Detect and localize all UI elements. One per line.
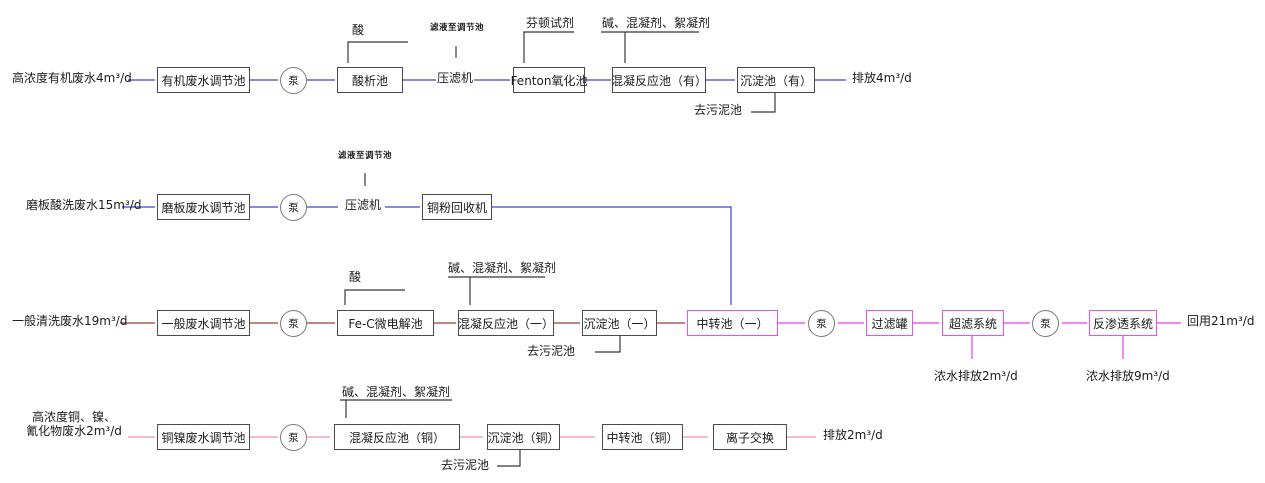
row2-board-adjust-tank: 磨板废水调节池 <box>157 194 250 220</box>
row2-filtrate-return-label: 滤液至调节池 <box>337 151 392 161</box>
row3-to-sludge-tank-label: 去污泥池 <box>527 344 576 358</box>
row1-organic-adjust-tank: 有机废水调节池 <box>157 67 250 93</box>
row2-input-label: 磨板酸洗废水15m³/d <box>26 198 142 212</box>
row3-output-label: 回用21m³/d <box>1187 314 1255 328</box>
row1-pump-icon: 泵 <box>280 67 307 94</box>
row2-blue-lines <box>122 206 732 305</box>
row3-darkred-lines <box>120 322 685 324</box>
row4-input-line2: 氰化物废水2m³/d <box>26 423 122 438</box>
row1-filtrate-return-label: 滤液至调节池 <box>429 23 484 33</box>
row1-fenton-reagent-label: 芬顿试剂 <box>526 16 575 30</box>
row3-reverse-osmosis-system: 反渗透系统 <box>1089 310 1157 336</box>
row3-coagulation-reaction-tank: 混凝反应池（一） <box>458 310 554 336</box>
row2-filter-press-label: 压滤机 <box>344 198 381 212</box>
row3-pump1-icon: 泵 <box>280 310 307 337</box>
row1-fenton-oxidation-tank: Fenton氧化池 <box>511 67 587 93</box>
row3-fe-c-microelectrolysis-tank: Fe-C微电解池 <box>337 310 434 336</box>
row4-coagulation-reaction-tank: 混凝反应池（铜） <box>334 424 460 450</box>
row1-coagulation-reaction-tank: 混凝反应池（有） <box>611 67 707 93</box>
row1-sedimentation-tank: 沉淀池（有） <box>737 67 815 93</box>
row1-to-sludge-tank-label: 去污泥池 <box>694 103 743 117</box>
row3-alkali-coagulant-label: 碱、混凝剂、絮凝剂 <box>448 261 557 275</box>
row3-ultrafiltration-system: 超滤系统 <box>942 310 1004 336</box>
row3-acid-dosing-label: 酸 <box>349 270 362 284</box>
row3-input-label: 一般清洗废水19m³/d <box>12 314 128 328</box>
row2-copper-powder-recovery: 铜粉回收机 <box>422 194 492 220</box>
row4-input-line1: 高浓度铜、镍、 <box>31 410 116 424</box>
row3-filter-vessel: 过滤罐 <box>866 310 913 336</box>
row3-general-adjust-tank: 一般废水调节池 <box>157 310 250 336</box>
row4-sedimentation-tank: 沉淀池（铜） <box>487 424 560 450</box>
row1-output-label: 排放4m³/d <box>852 71 912 85</box>
row1-filter-press-label: 压滤机 <box>436 71 473 85</box>
row1-blue-lines <box>128 79 846 81</box>
row4-to-sludge-tank-label: 去污泥池 <box>441 458 490 472</box>
row3-ro-concentrate-label: 浓水排放9m³/d <box>1086 369 1170 383</box>
row3-pump3-icon: 泵 <box>1032 310 1059 337</box>
row2-pump-icon: 泵 <box>280 194 307 221</box>
row4-pump-icon: 泵 <box>280 424 307 451</box>
row3-sedimentation-tank: 沉淀池（一） <box>582 310 657 336</box>
row1-acid-precipitation-tank: 酸析池 <box>337 67 403 93</box>
row4-input-label: 高浓度铜、镍、氰化物废水2m³/d <box>24 410 124 439</box>
row1-input-label: 高浓度有机废水4m³/d <box>12 71 132 85</box>
row4-ion-exchange: 离子交换 <box>713 424 787 450</box>
row4-alkali-coagulant-label: 碱、混凝剂、絮凝剂 <box>342 385 451 399</box>
row3-magenta-lines <box>778 322 1181 359</box>
row3-pump2-icon: 泵 <box>808 310 835 337</box>
row4-output-label: 排放2m³/d <box>823 428 883 442</box>
row1-alkali-coagulant-label: 碱、混凝剂、絮凝剂 <box>602 16 711 30</box>
row4-pink-lines <box>128 436 816 438</box>
row3-uf-concentrate-label: 浓水排放2m³/d <box>934 369 1018 383</box>
row4-transfer-tank: 中转池（铜） <box>602 424 683 450</box>
row1-acid-dosing-label: 酸 <box>352 23 365 37</box>
row4-copper-nickel-adjust-tank: 铜镍废水调节池 <box>157 424 250 450</box>
row3-transfer-tank: 中转池（一） <box>687 310 778 336</box>
leader-lines <box>340 31 776 467</box>
